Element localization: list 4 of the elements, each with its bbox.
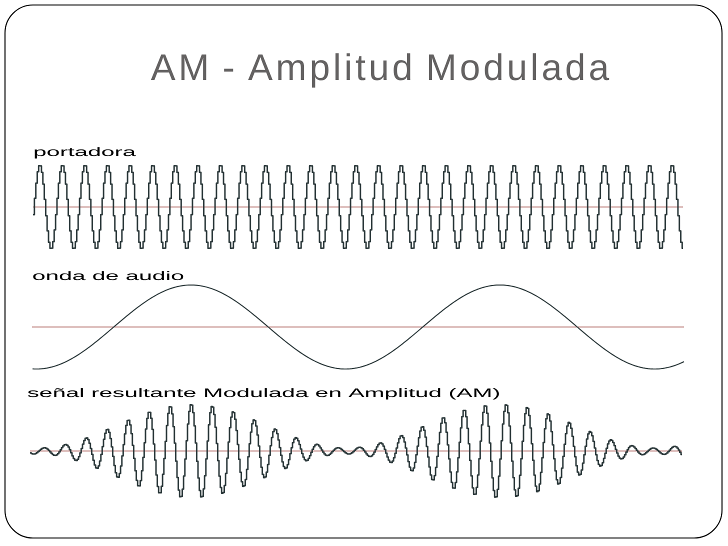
wave-label: señal resultante Modulada en Amplitud (AM) (28, 388, 499, 400)
slide-title: AM - Amplitud Modulada (150, 53, 610, 88)
wave-label: portadora (34, 147, 136, 159)
wave-label: onda de audio (33, 271, 184, 280)
